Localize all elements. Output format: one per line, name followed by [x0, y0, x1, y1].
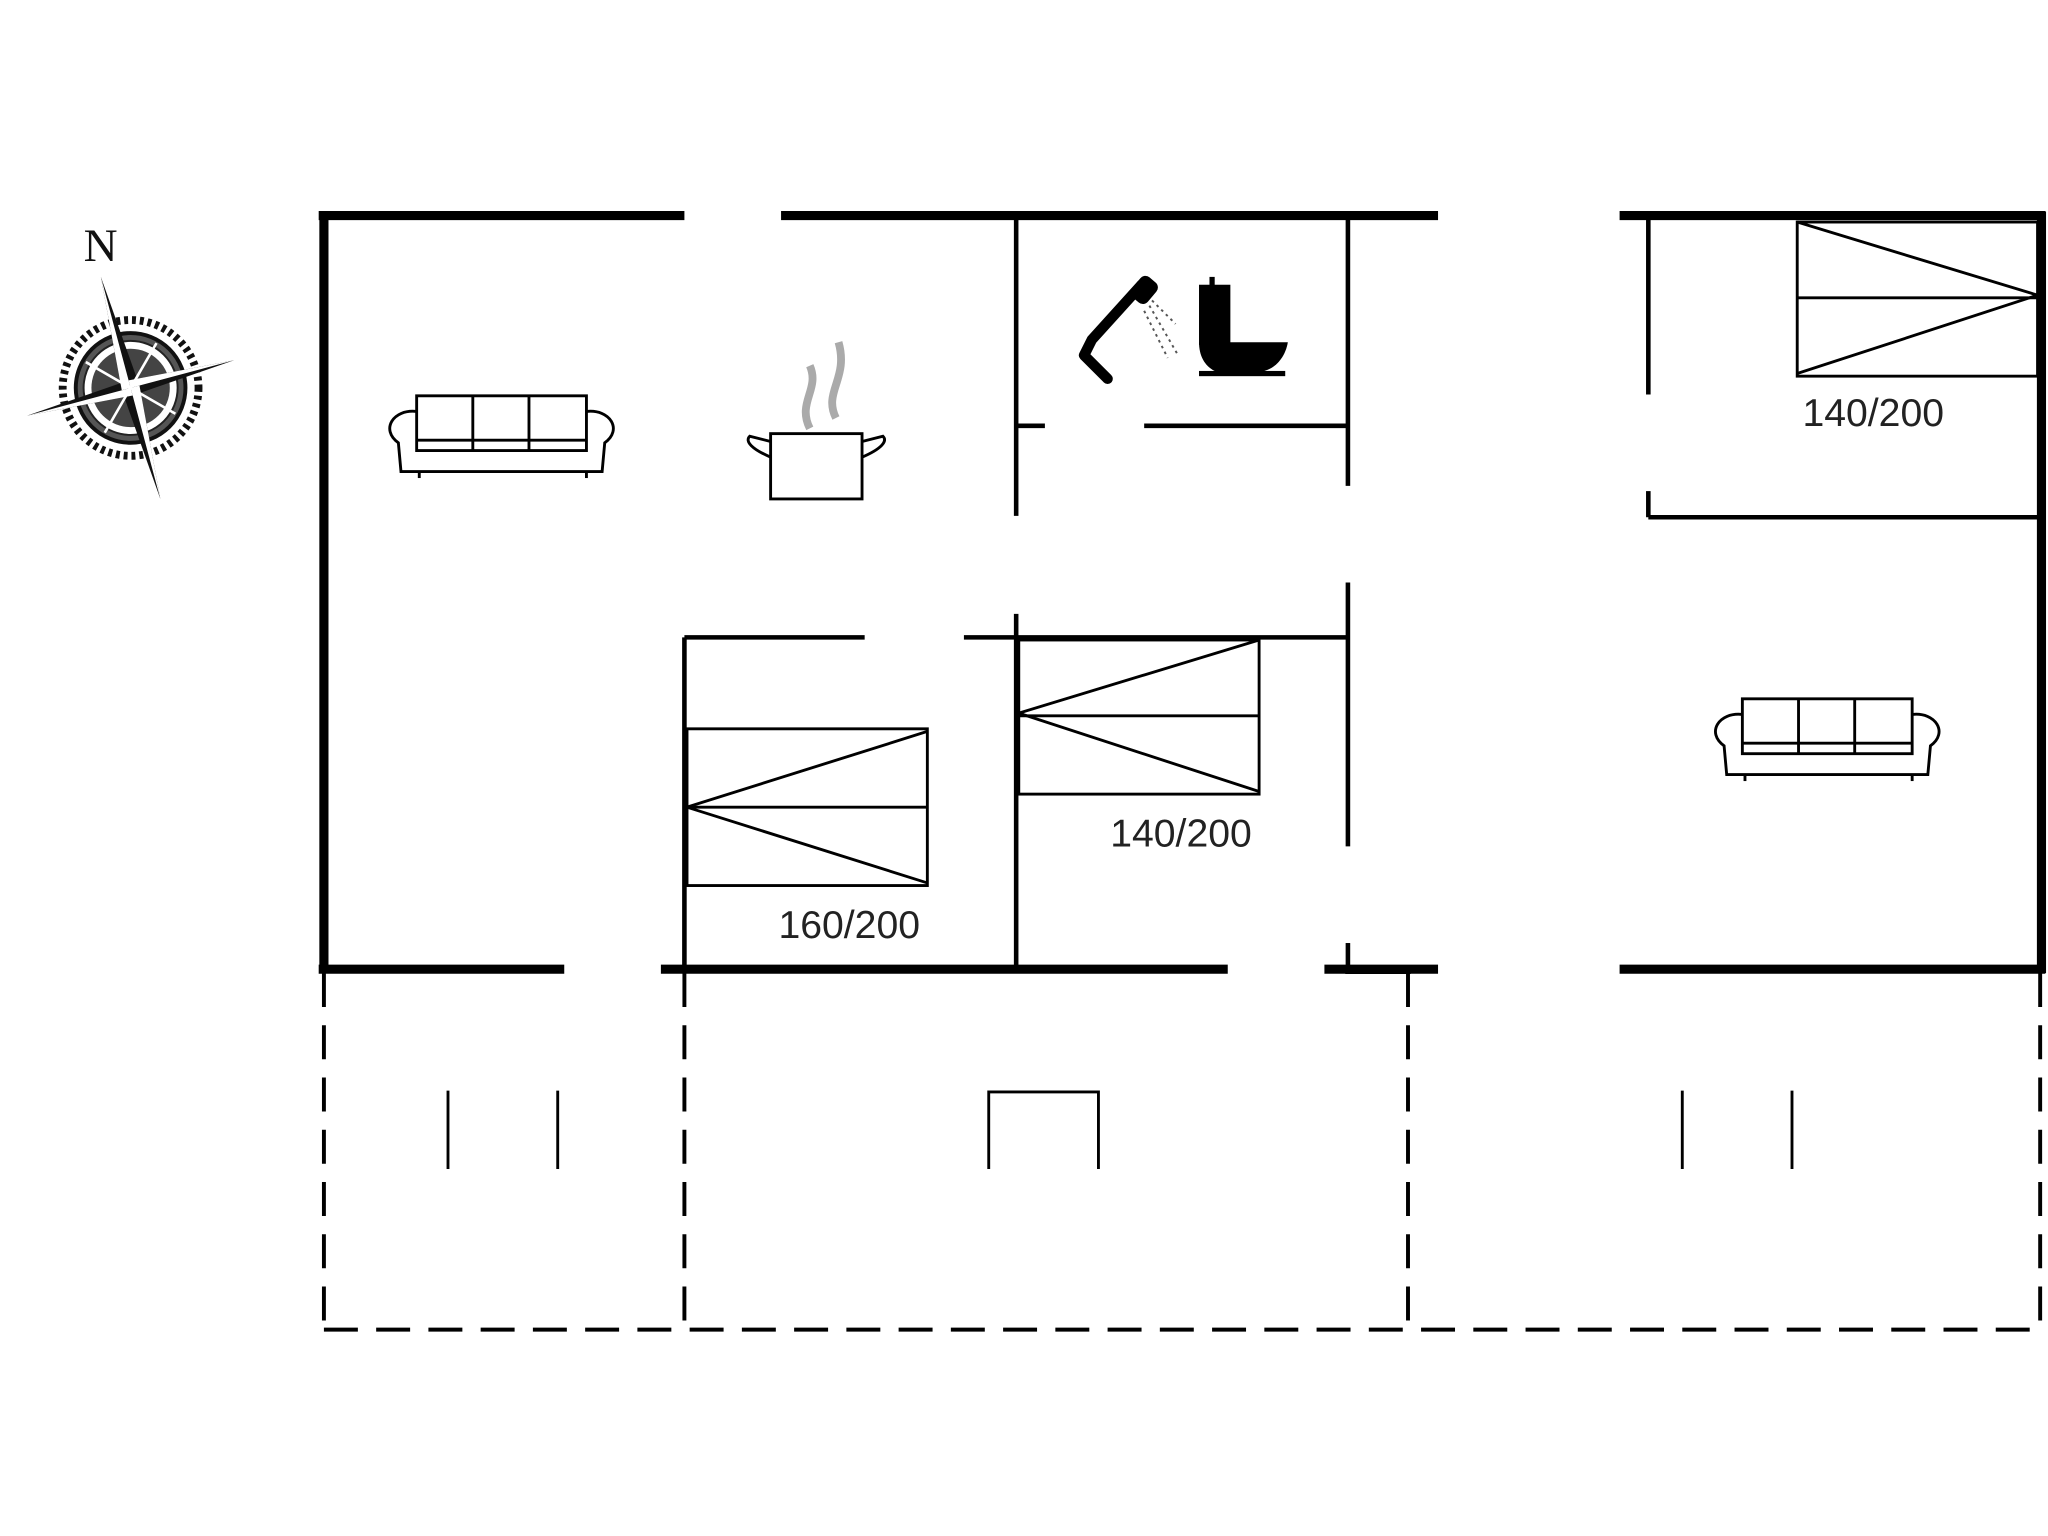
terrace-bench [446, 1090, 560, 1169]
north-label: N [84, 220, 118, 272]
shower-icon [1078, 275, 1179, 384]
bed-icon [682, 727, 929, 887]
bed-size-label: 140/200 [1802, 392, 1944, 435]
exterior-walls [318, 210, 2047, 974]
bed-icon [1013, 638, 1261, 796]
interior-walls [682, 215, 2042, 970]
terrace-bench [1680, 1090, 1794, 1169]
bed-icon [1795, 220, 2043, 378]
terrace-outline [321, 969, 2043, 1332]
cooking-pot-icon [746, 341, 886, 501]
toilet-icon [1199, 276, 1288, 377]
compass-rose-icon: N [27, 220, 235, 499]
bed-size-label: 160/200 [778, 904, 920, 947]
terrace-grill [987, 1090, 1100, 1169]
sofa-icon [388, 394, 615, 479]
bed-size-label: 140/200 [1110, 812, 1252, 855]
sofa-icon [1714, 697, 1941, 782]
